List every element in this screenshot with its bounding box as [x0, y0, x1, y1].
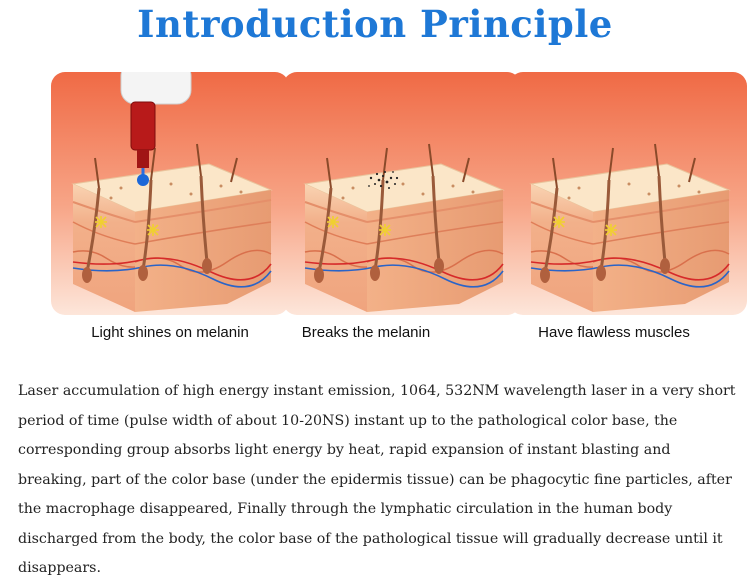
clear-skin-illustration-icon — [509, 72, 747, 315]
illustration-panel-2 — [283, 72, 521, 315]
illustration-panel-1 — [51, 72, 289, 315]
melanin-breaking-skin-illustration-icon — [283, 72, 521, 315]
laser-handpiece-skin-illustration-icon — [51, 72, 289, 315]
illustration-panel-3 — [509, 72, 747, 315]
page-title: Introduction Principle — [137, 2, 613, 46]
panel-2-caption: Breaks the melanin — [301, 324, 431, 341]
principle-description: Laser accumulation of high energy instan… — [18, 383, 736, 576]
panel-3-caption: Have flawless muscles — [538, 324, 690, 341]
panel-1-caption: Light shines on melanin — [91, 324, 249, 341]
